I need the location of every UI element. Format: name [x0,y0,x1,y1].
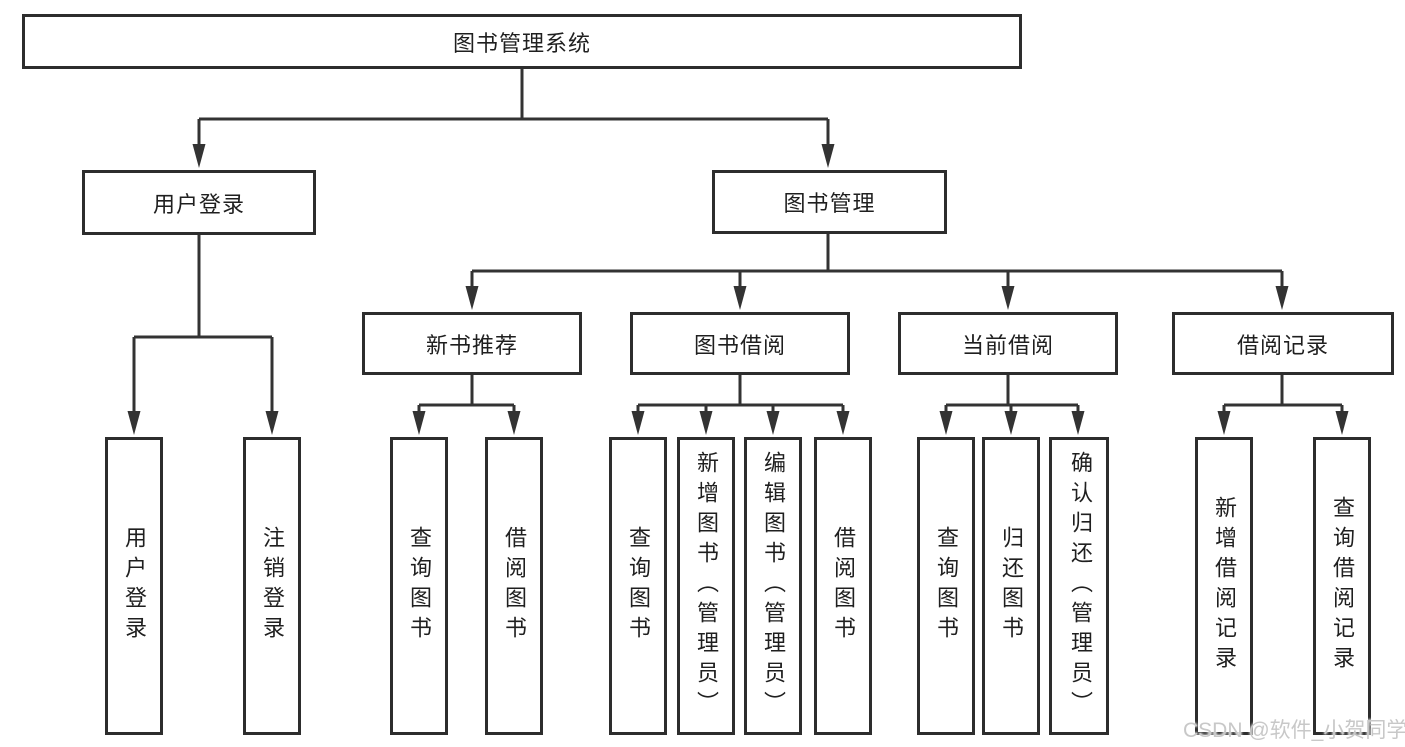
arrowhead [699,411,713,435]
leaf-return-books: 归还图书 [982,437,1040,735]
leaf-borrow-books-recommend: 借阅图书 [485,437,543,735]
connector-root-to-level2 [197,69,830,146]
node-borrow-records: 借阅记录 [1172,312,1394,375]
node-book-borrow: 图书借阅 [630,312,850,375]
leaf-user-login: 用户登录 [105,437,163,735]
leaf-add-borrow-record: 新增借阅记录 [1195,437,1253,735]
arrowhead [939,411,953,435]
arrowhead [836,411,850,435]
leaf-borrow-books: 借阅图书 [814,437,872,735]
leaf-edit-books-admin: 编辑图书（管理员） [744,437,802,735]
leaf-logout: 注销登录 [243,437,301,735]
arrowhead [507,411,521,435]
csdn-watermark: CSDN @软件_小贺同学 [1183,719,1405,742]
node-book-management: 图书管理 [712,170,947,234]
arrowhead [631,411,645,435]
leaf-add-books-admin: 新增图书（管理员） [677,437,735,735]
arrowhead [265,411,279,435]
arrowhead [821,144,835,168]
arrowhead [1217,411,1231,435]
leaf-confirm-return-admin: 确认归还（管理员） [1049,437,1109,735]
arrowhead [1335,411,1349,435]
arrowhead [127,411,141,435]
leaf-query-books-current: 查询图书 [917,437,975,735]
arrowhead [1071,411,1085,435]
arrowhead [412,411,426,435]
arrowhead [1275,286,1289,310]
arrowhead [766,411,780,435]
connector-current-borrow-to-leaves [944,375,1080,413]
arrowhead [1001,286,1015,310]
leaf-query-books-borrow: 查询图书 [609,437,667,735]
connector-book-management-to-level3 [470,233,1284,288]
arrowhead [192,144,206,168]
arrowhead [465,286,479,310]
leaf-query-borrow-record: 查询借阅记录 [1313,437,1371,735]
arrowhead [733,286,747,310]
leaf-query-books-recommend: 查询图书 [390,437,448,735]
node-new-book-recommend: 新书推荐 [362,312,582,375]
arrowhead [1004,411,1018,435]
node-root-library-system: 图书管理系统 [22,14,1022,69]
connector-book-borrow-to-leaves [636,375,845,413]
connector-new-book-to-leaves [417,375,516,413]
connector-records-to-leaves [1222,375,1344,413]
node-user-login: 用户登录 [82,170,316,235]
node-current-borrow: 当前借阅 [898,312,1118,375]
connector-user-login-to-leaves [132,235,274,413]
